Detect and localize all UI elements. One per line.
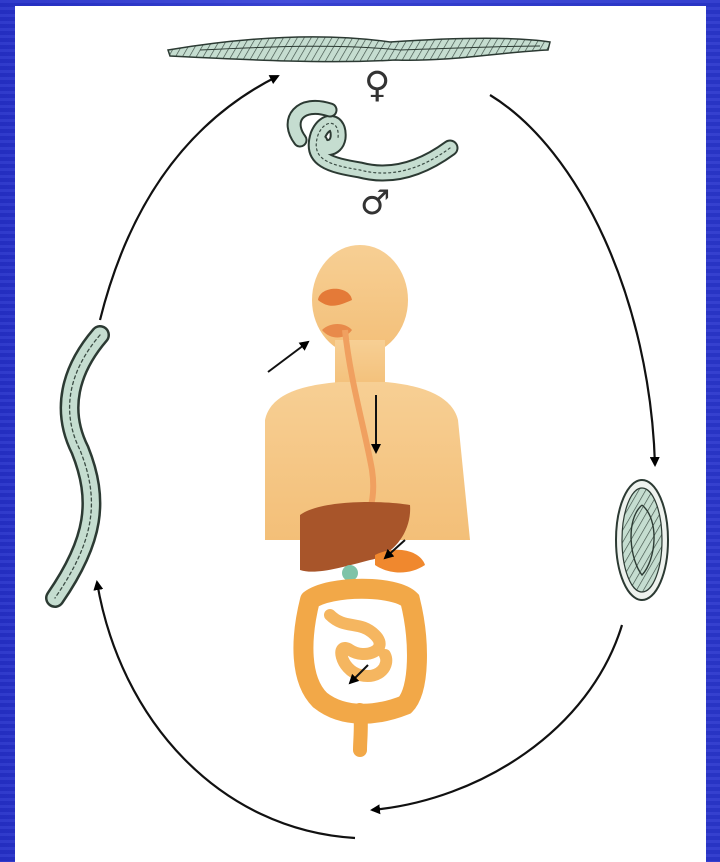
male-symbol: ♂ (360, 186, 390, 220)
liver (300, 502, 425, 581)
egg (616, 480, 668, 600)
cycle-arrow-top-to-right (490, 95, 655, 465)
female-symbol: ♀ (364, 68, 390, 104)
larva-worm (55, 335, 100, 598)
intestines (303, 589, 417, 750)
male-worm (294, 107, 450, 173)
human-body (265, 245, 470, 540)
cycle-arrow-bottom-to-left (97, 582, 355, 838)
cycle-arrow-left-to-top (100, 76, 278, 320)
arrow-to-mouth (268, 342, 308, 372)
female-worm (168, 37, 550, 62)
